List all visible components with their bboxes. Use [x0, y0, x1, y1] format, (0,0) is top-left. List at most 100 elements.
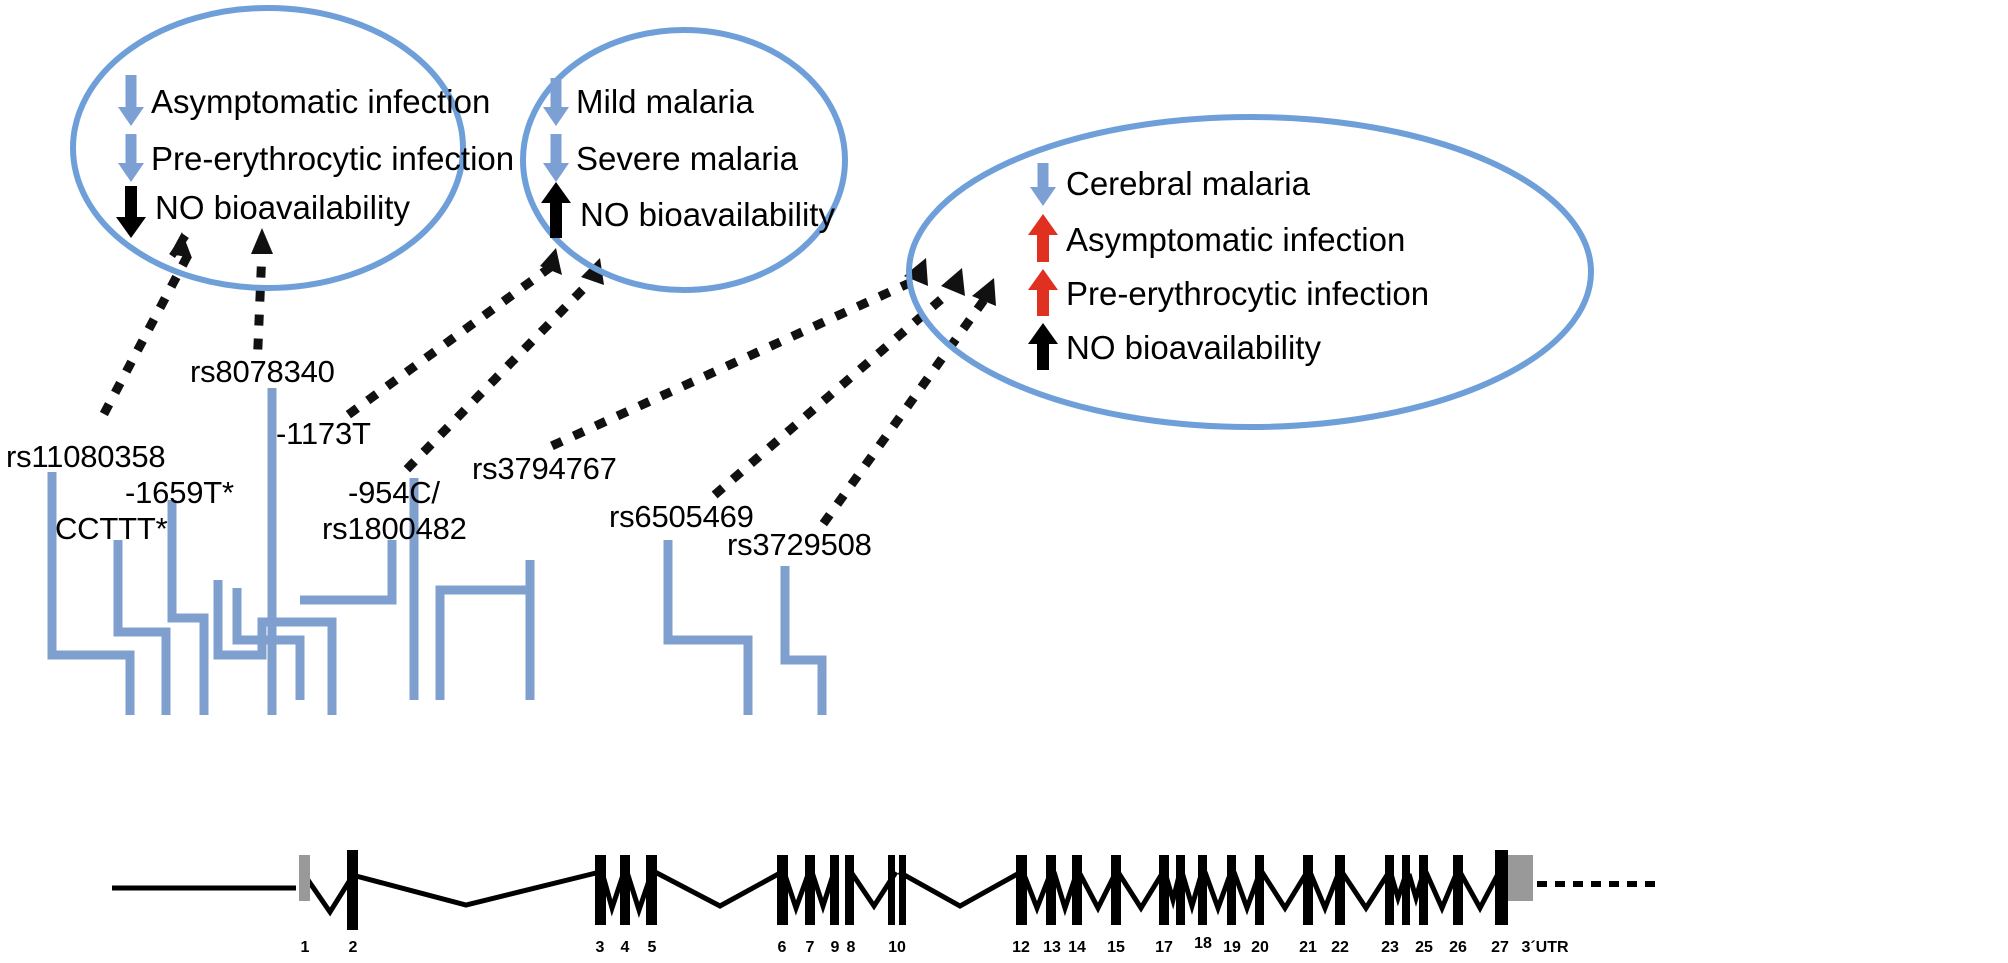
- leader-arrowhead: [941, 268, 965, 296]
- bubble-middle-outline: [520, 27, 848, 293]
- bubble-left-outline: [70, 5, 466, 291]
- snp-label-rs1800482: rs1800482: [322, 511, 467, 546]
- exon-5: [646, 855, 657, 925]
- snp-label-1659T: -1659T*: [125, 475, 234, 510]
- exon-number: 1: [301, 939, 310, 956]
- exon-4: [620, 855, 630, 925]
- exon-number: 10: [888, 939, 906, 956]
- exon-1: [299, 855, 310, 901]
- exon-20: [1255, 855, 1264, 925]
- exon-number: 18: [1194, 935, 1212, 952]
- bubble-right-arrow-1: [1030, 163, 1056, 206]
- leader-rs3729508: [819, 293, 991, 527]
- bubble-right-text-1: Cerebral malaria: [1066, 165, 1311, 202]
- bubble-left-text-1: Asymptomatic infection: [151, 83, 490, 120]
- bubble-right-arrow-3: [1028, 269, 1058, 316]
- exon-25: [1419, 855, 1428, 925]
- exon-9: [830, 855, 839, 925]
- snp-label-954C: -954C/: [348, 475, 440, 510]
- leader-arrowhead: [904, 258, 928, 286]
- leader-arrowhead: [972, 278, 996, 306]
- bubble-left-arrow-1: [118, 75, 144, 126]
- exon-number: 20: [1251, 939, 1269, 956]
- snp-label-rs3794767: rs3794767: [472, 451, 617, 486]
- connector-1659T: [167, 500, 209, 715]
- exon-21: [1303, 855, 1313, 925]
- exon-number: 5: [648, 939, 657, 956]
- bubble-left-text-2: Pre-erythrocytic infection: [151, 140, 514, 177]
- exon-10-b: [899, 855, 906, 925]
- leader-rs8078340: [253, 245, 267, 350]
- leader-rs6505469: [711, 283, 959, 499]
- exon-number: 22: [1331, 939, 1349, 956]
- exon-3: [595, 855, 606, 925]
- exon-number: 4: [621, 939, 630, 956]
- exon-14: [1072, 855, 1082, 925]
- bubble-middle-arrow-3: [541, 182, 571, 238]
- exon-number: 21: [1299, 939, 1317, 956]
- exon-number: 25: [1415, 939, 1433, 956]
- leader-arrowhead: [540, 248, 562, 275]
- exon-3utr: [1508, 855, 1533, 901]
- bubble-middle-text-3: NO bioavailability: [580, 196, 835, 233]
- bubble-right-text-2: Asymptomatic infection: [1066, 221, 1405, 258]
- exon-26: [1453, 855, 1463, 925]
- bubble-middle-text-2: Severe malaria: [576, 140, 799, 177]
- connector-rs11080358: [47, 472, 135, 715]
- snp-label-rs11080358: rs11080358: [6, 439, 166, 474]
- exon-17: [1159, 855, 1169, 925]
- exon-23: [1385, 855, 1394, 925]
- connector-954C: [300, 540, 397, 605]
- leader-954C: [403, 273, 599, 473]
- exon-number: 15: [1107, 939, 1125, 956]
- leader-rs3794767: [550, 274, 922, 450]
- leader-1173T: [345, 259, 559, 419]
- bubble-middle-arrow-2: [543, 134, 569, 182]
- snp-label-CCTTT: CCTTT*: [55, 511, 168, 546]
- snp-label-rs3729508: rs3729508: [727, 527, 872, 562]
- snp-label-1173T: -1173T: [276, 416, 371, 451]
- exon-6: [777, 855, 788, 925]
- exon-number: 2: [349, 939, 358, 956]
- exon-8: [845, 855, 854, 925]
- exon-7: [805, 855, 815, 925]
- exon-number: 12: [1012, 939, 1030, 956]
- bubble-right-text-3: Pre-erythrocytic infection: [1066, 275, 1429, 312]
- snp-label-rs8078340: rs8078340: [190, 354, 335, 389]
- snp-label-rs6505469: rs6505469: [609, 499, 754, 534]
- exon-18: [1198, 855, 1207, 925]
- exon-27: [1495, 850, 1508, 925]
- exon-number-labels: 1 2 3 4 5 6 7 9 8 10 12 13 14 15 17 18 1…: [301, 935, 1569, 956]
- exon-15: [1111, 855, 1121, 925]
- exon-number: 14: [1068, 939, 1086, 956]
- exon-2: [347, 850, 358, 930]
- leader-arrow-stem: [169, 233, 189, 259]
- leader-arrowhead: [581, 258, 604, 285]
- exon-number: 26: [1449, 939, 1467, 956]
- exon-number: 6: [778, 939, 787, 956]
- connector-CCTTT: [113, 540, 171, 715]
- exon-number: 9: [831, 939, 840, 956]
- leader-arrowhead: [251, 228, 273, 254]
- exon-10-a: [888, 855, 895, 925]
- exon-number: 13: [1043, 939, 1061, 956]
- bubble-middle: Mild malaria Severe malaria NO bioavaila…: [520, 27, 848, 293]
- connector-rs6505469: [663, 540, 753, 715]
- bubble-right: Cerebral malaria Asymptomatic infection …: [906, 114, 1594, 430]
- bubble-right-arrow-2: [1028, 214, 1058, 262]
- exon-16: [1176, 855, 1185, 925]
- exon-12: [1016, 855, 1027, 925]
- bubble-left-arrow-2: [118, 134, 144, 182]
- bubble-right-outline: [906, 114, 1594, 430]
- bubble-left: Asymptomatic infection Pre-erythrocytic …: [70, 5, 514, 291]
- exon-label-3utr: 3´UTR: [1521, 939, 1569, 956]
- bubble-right-text-4: NO bioavailability: [1066, 329, 1321, 366]
- exon-13: [1046, 855, 1056, 925]
- bubble-left-text-3: NO bioavailability: [155, 189, 410, 226]
- bubble-middle-text-1: Mild malaria: [576, 83, 755, 120]
- exon-22: [1335, 855, 1345, 925]
